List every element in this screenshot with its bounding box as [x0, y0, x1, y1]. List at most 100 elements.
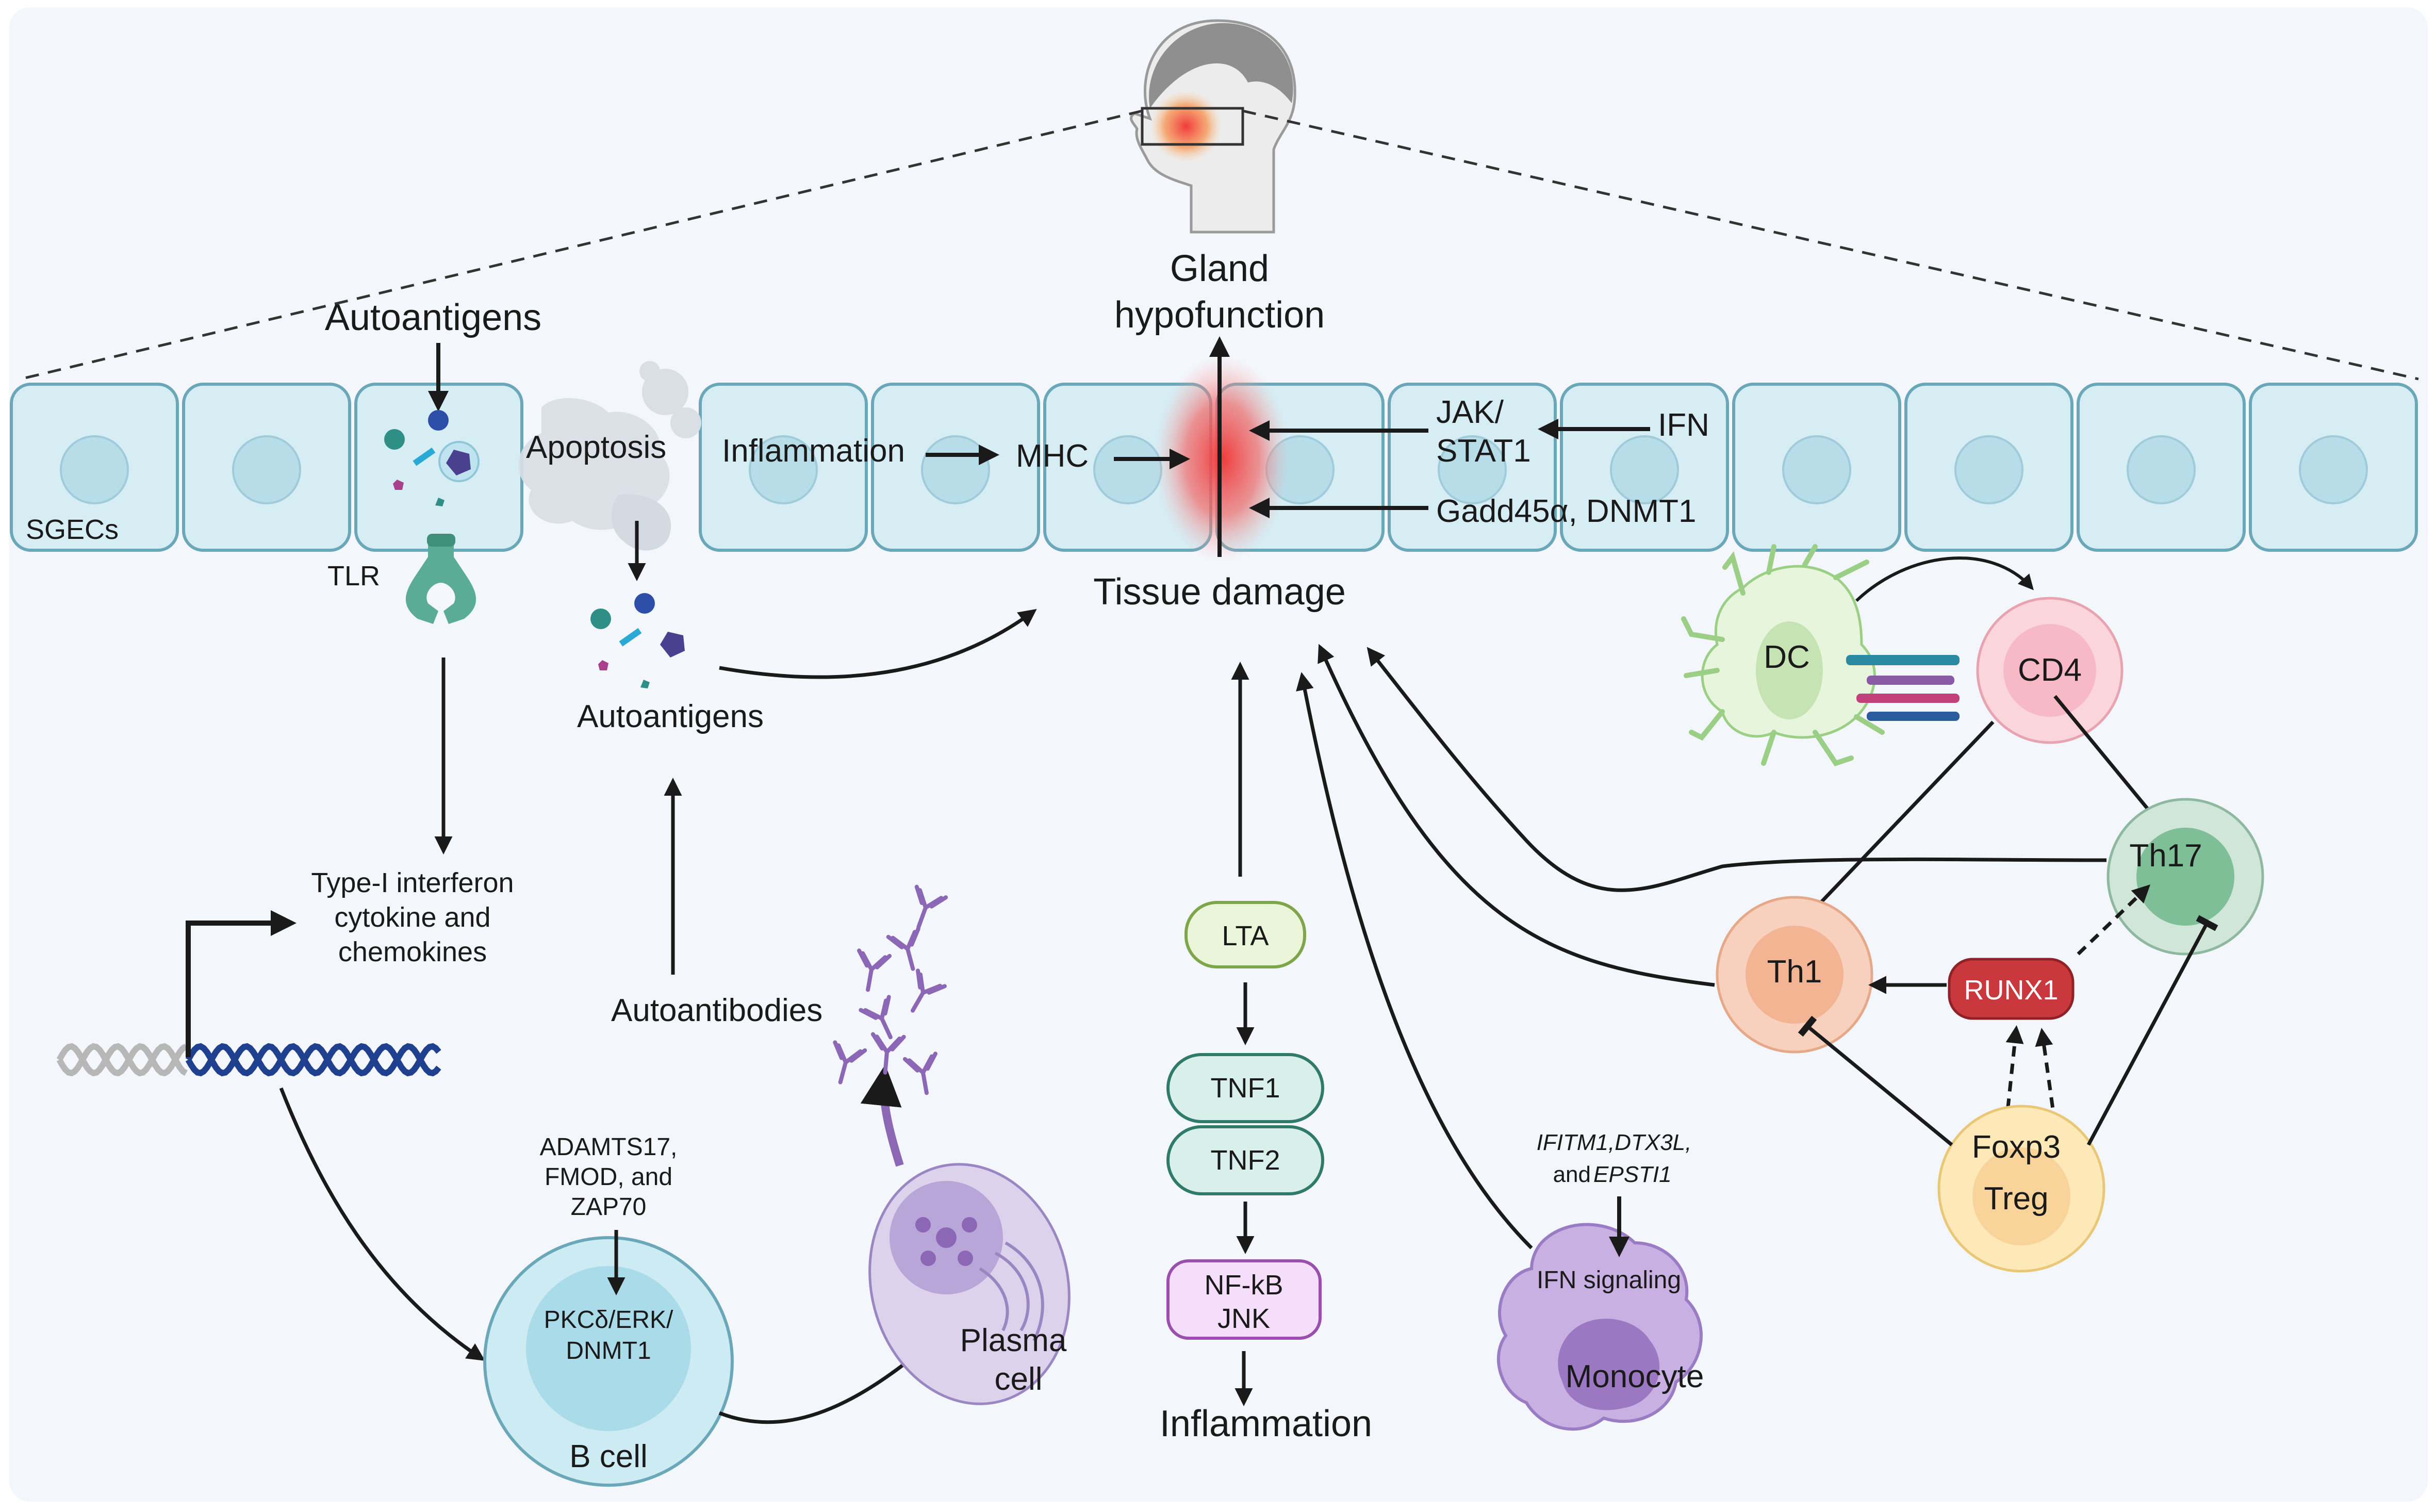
- arrow-dna-bcell: [279, 1087, 485, 1361]
- th17-label: Th17: [2129, 838, 2202, 874]
- foxp3-label: Foxp3: [1972, 1129, 2061, 1165]
- arrow-monocyte-damage: [1296, 672, 1533, 1250]
- plasma-label-2: cell: [994, 1361, 1042, 1397]
- nfkb-label: NF-kB: [1205, 1270, 1283, 1301]
- mhc-label: MHC: [1016, 438, 1089, 474]
- background-panel: [9, 7, 2428, 1502]
- monocyte-cell: [1497, 1223, 1703, 1431]
- type1-line3: chemokines: [338, 936, 487, 967]
- antibodies: [833, 884, 948, 1095]
- runx1-label: RUNX1: [1964, 975, 2058, 1006]
- tissue-damage-label: Tissue damage: [1093, 571, 1346, 613]
- sgecs-label: SGECs: [26, 514, 119, 545]
- arrow-dna-promoter: [186, 910, 297, 1057]
- arrow-antigens-damage: [719, 609, 1037, 679]
- cell-nucleus: [1782, 435, 1851, 504]
- mono-genes-2: EPSTI1: [1593, 1162, 1672, 1187]
- ifn-signaling-label: IFN signaling: [1537, 1267, 1681, 1294]
- autoantigens-top-label: Autoantigens: [325, 297, 541, 338]
- dna-helix: [56, 1043, 441, 1077]
- arrow-th17-damage: [1367, 647, 2107, 892]
- lta-box: [1184, 901, 1306, 968]
- bcell-pathway-2: DNMT1: [566, 1337, 651, 1365]
- arrow-plasma-antibodies: [860, 1064, 904, 1167]
- head-illustration: [1130, 19, 1296, 234]
- tlr-label: TLR: [327, 561, 380, 591]
- inflammation-label: Inflammation: [722, 433, 905, 469]
- lta-label: LTA: [1222, 921, 1269, 951]
- cell-nucleus: [749, 435, 818, 504]
- th1-label: Th1: [1767, 954, 1822, 990]
- cell-nucleus: [60, 435, 129, 504]
- gland-label-1: Gland: [1170, 248, 1269, 289]
- ifn-label: IFN: [1658, 407, 1709, 443]
- inhibit-treg-th1: [1798, 1015, 1953, 1146]
- treg-label: Treg: [1984, 1181, 2048, 1217]
- zoom-line-left: [20, 109, 1143, 381]
- type1-line1: Type-I interferon: [311, 867, 514, 898]
- gadd-label: Gadd45α, DNMT1: [1436, 494, 1696, 529]
- monocyte-label: Monocyte: [1566, 1359, 1704, 1394]
- stat1-label: STAT1: [1436, 433, 1531, 469]
- autoantigens-mid-label: Autoantigens: [577, 699, 764, 734]
- arrow-dc-cd4: [1855, 556, 2034, 602]
- bcell-genes-1: ADAMTS17,: [540, 1133, 678, 1161]
- cell-nucleus: [1438, 435, 1507, 504]
- tnf2-box: [1166, 1125, 1324, 1195]
- cell-nucleus: [1610, 435, 1679, 504]
- cell-nucleus: [1093, 435, 1162, 504]
- b-cell: [483, 1236, 734, 1487]
- dendritic-cell: [1681, 544, 1885, 766]
- cd4-label: CD4: [2018, 652, 2082, 688]
- arrow-cd4-th17: [2053, 695, 2166, 831]
- arrow-th1-damage: [1318, 644, 1715, 987]
- cell-nucleus: [2299, 435, 2368, 504]
- epithelial-cell: [354, 383, 523, 552]
- plasma-cell: [868, 1163, 1071, 1405]
- tnf1-box: [1166, 1053, 1324, 1123]
- antibody-icon: [857, 948, 892, 992]
- nfkb-box: [1166, 1259, 1322, 1340]
- antibody-icon: [833, 1040, 867, 1084]
- mono-genes-1: IFITM1,DTX3L,: [1537, 1130, 1692, 1155]
- tlr-receptor: [405, 534, 476, 624]
- autoantibodies-label: Autoantibodies: [611, 993, 822, 1028]
- antibody-icon: [914, 884, 948, 929]
- cd4-cell: [1976, 597, 2124, 744]
- bcell-genes-3: ZAP70: [571, 1193, 647, 1221]
- zoom-line-right: [1242, 109, 2419, 381]
- gland-label-2: hypofunction: [1114, 294, 1325, 336]
- mono-genes-and: and: [1553, 1162, 1591, 1187]
- type1-line2: cytokine and: [334, 902, 490, 933]
- zoom-box: [1141, 107, 1244, 146]
- antibody-icon: [902, 1051, 937, 1095]
- th17-cell: [2106, 798, 2264, 956]
- tnf1-label: TNF1: [1211, 1073, 1280, 1104]
- gland-glow: [1150, 90, 1222, 162]
- cell-nucleus: [2127, 435, 2196, 504]
- th1-cell: [1716, 896, 1873, 1054]
- jnk-label: JNK: [1217, 1303, 1270, 1334]
- apoptosis-label: Apoptosis: [526, 430, 666, 465]
- antibody-icon: [859, 995, 893, 1040]
- jak-label: JAK/: [1436, 395, 1504, 430]
- cell-nucleus: [921, 435, 990, 504]
- bcell-label: B cell: [569, 1439, 648, 1474]
- inflammation-bottom-label: Inflammation: [1160, 1403, 1372, 1444]
- inhibit-treg-th17: [2086, 915, 2218, 1146]
- tnf2-label: TNF2: [1211, 1145, 1280, 1176]
- bcell-pathway-1: PKCδ/ERK/: [544, 1306, 673, 1334]
- mhc-tcr-complex: [1846, 655, 1960, 721]
- cell-nucleus: [1954, 435, 2023, 504]
- dc-label: DC: [1764, 639, 1810, 675]
- antibody-icon: [870, 1032, 906, 1075]
- plasma-label-1: Plasma: [960, 1323, 1067, 1358]
- antigens-in-cell: [384, 410, 480, 506]
- apoptotic-cell: [518, 361, 701, 551]
- treg-cell: [1937, 1105, 2105, 1273]
- bcell-genes-2: FMOD, and: [545, 1163, 672, 1191]
- antibody-icon: [886, 927, 920, 971]
- released-antigens: [590, 593, 685, 688]
